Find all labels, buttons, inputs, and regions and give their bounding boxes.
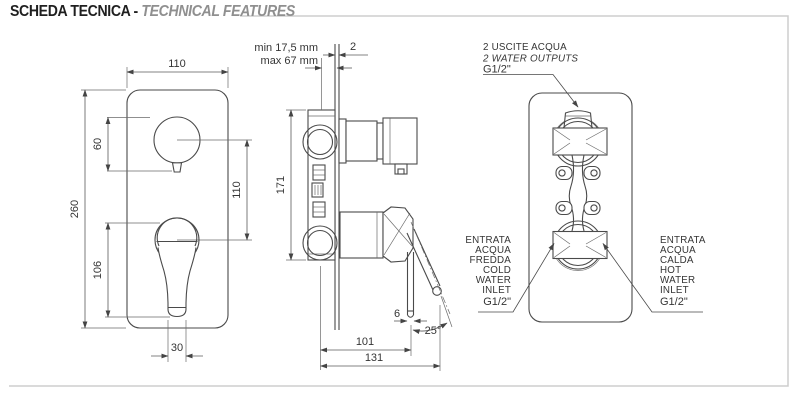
cold-inlet-line-6: INLET [482,285,511,296]
side-lever-thickness-label: 6 [394,308,400,320]
outputs-label-english: 2 WATER OUTPUTS [482,54,578,65]
side-lever-angle-label: 25° [425,325,442,337]
hot-inlet-line-1: ENTRATA [660,235,706,246]
content-frame-border [9,15,789,387]
side-depth-131-label: 131 [365,352,383,364]
page-title-english: TECHNICAL FEATURES [141,3,295,20]
outputs-label-italian: 2 USCITE ACQUA [483,42,567,53]
side-view-drawing: 2 min 17,5 mm max 67 mm 171 6 25° 101 13… [254,41,453,371]
cold-inlet-line-2: ACQUA [475,245,511,256]
front-centers-distance-label: 110 [231,181,243,199]
side-depth-min-label: min 17,5 mm [254,42,318,54]
outputs-thread-label: G1/2" [483,64,511,76]
side-body-height-label: 171 [275,176,287,194]
cold-inlet-line-1: ENTRATA [465,235,511,246]
page-title: SCHEDA TECNICA -TECHNICAL FEATURES [10,3,295,21]
hot-inlet-thread-label: G1/2" [660,296,688,308]
cold-inlet-line-4: COLD [483,265,511,276]
hot-inlet-line-6: INLET [660,285,689,296]
hot-inlet-line-3: CALDA [660,255,694,266]
front-plate-height-label: 260 [69,200,81,218]
side-depth-101-label: 101 [356,336,374,348]
front-handle-width-label: 30 [171,342,183,354]
back-view-drawing: 2 USCITE ACQUA 2 WATER OUTPUTS G1/2" ENT… [465,42,706,323]
front-plate-width-label: 110 [168,58,186,70]
cold-inlet-line-5: WATER [476,275,511,286]
cold-inlet-line-3: FREDDA [470,255,512,266]
hot-inlet-line-5: WATER [660,275,695,286]
side-plate-thickness-label: 2 [350,41,356,53]
hot-inlet-line-2: ACQUA [660,245,696,256]
page-title-italian: SCHEDA TECNICA - [10,3,138,20]
cold-inlet-thread-label: G1/2" [483,296,511,308]
side-depth-max-label: max 67 mm [261,55,318,67]
front-view-drawing: 110 260 60 110 106 30 [69,58,252,362]
front-handle-length-label: 106 [92,261,104,279]
hot-inlet-line-4: HOT [660,265,681,276]
front-diverter-offset-label: 60 [92,138,104,150]
